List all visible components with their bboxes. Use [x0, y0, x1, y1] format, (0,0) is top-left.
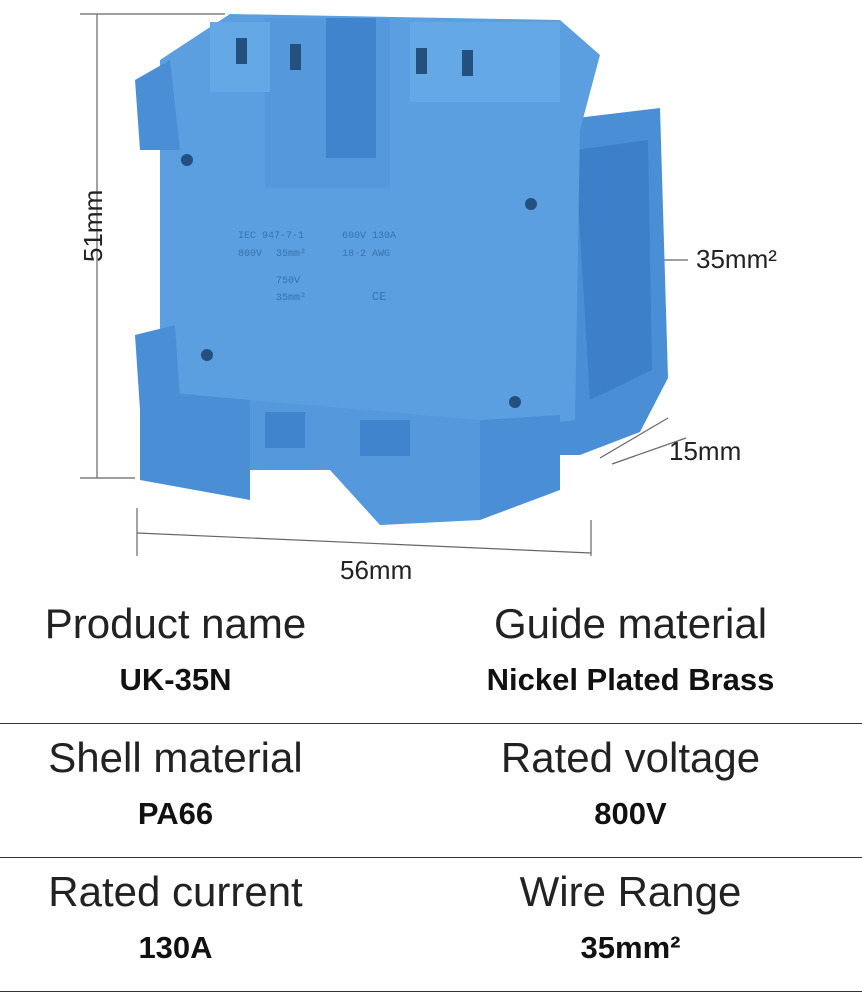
spec-label: Wire Range: [519, 868, 742, 915]
spec-cell-wire-range: Wire Range 35mm²: [415, 858, 846, 966]
depth-dimension-line: [599, 417, 687, 465]
terminal-body: [135, 14, 668, 525]
spec-label: Shell material: [48, 734, 303, 781]
spec-label: Guide material: [493, 600, 768, 647]
marking-line3: 750V: [276, 276, 300, 287]
spec-cell-shell-material: Shell material PA66: [0, 724, 391, 832]
spec-label: Product name: [44, 600, 307, 647]
marking-ce: CE: [372, 290, 386, 304]
spec-value: 35mm²: [580, 930, 681, 965]
spec-row: Shell material PA66 Rated voltage 800V: [0, 724, 862, 858]
marking-line1: IEC 947-7-1: [238, 231, 304, 242]
marking-line2a: 800V: [238, 249, 262, 260]
spec-value: 800V: [594, 796, 667, 831]
body-markings: IEC 947-7-1 800V 35mm² 750V 35mm² 600V 1…: [238, 231, 396, 304]
spec-label: Rated voltage: [500, 734, 761, 781]
spec-cell-guide-material: Guide material Nickel Plated Brass: [415, 590, 846, 698]
marking-line4: 35mm²: [276, 293, 306, 304]
spec-cell-product-name: Product name UK-35N: [0, 590, 391, 698]
spec-row: Rated current 130A Wire Range 35mm²: [0, 858, 862, 992]
marking-line5: 600V 130A: [342, 231, 396, 242]
marking-line2b: 35mm²: [276, 249, 306, 260]
height-label: 51mm: [78, 189, 108, 262]
terminal-block-illustration: IEC 947-7-1 800V 35mm² 750V 35mm² 600V 1…: [80, 13, 688, 556]
width-dimension-line: [136, 508, 592, 556]
spec-value: PA66: [137, 796, 214, 831]
width-label: 56mm: [340, 555, 413, 585]
spec-value: Nickel Plated Brass: [486, 662, 775, 697]
spec-label: Rated current: [48, 868, 303, 915]
spec-cell-rated-current: Rated current 130A: [0, 858, 391, 966]
height-dimension-line: [80, 13, 225, 479]
depth-label: 15mm: [669, 436, 742, 466]
spec-value: 130A: [138, 930, 213, 965]
product-figure: IEC 947-7-1 800V 35mm² 750V 35mm² 600V 1…: [78, 13, 777, 585]
spec-cell-rated-voltage: Rated voltage 800V: [415, 724, 846, 832]
spec-table: Product name UK-35N Guide material Nicke…: [0, 590, 862, 992]
marking-line6: 18-2 AWG: [342, 249, 390, 260]
spec-value: UK-35N: [119, 662, 232, 697]
spec-row: Product name UK-35N Guide material Nicke…: [0, 590, 862, 724]
cross-section-label: 35mm²: [696, 244, 777, 274]
